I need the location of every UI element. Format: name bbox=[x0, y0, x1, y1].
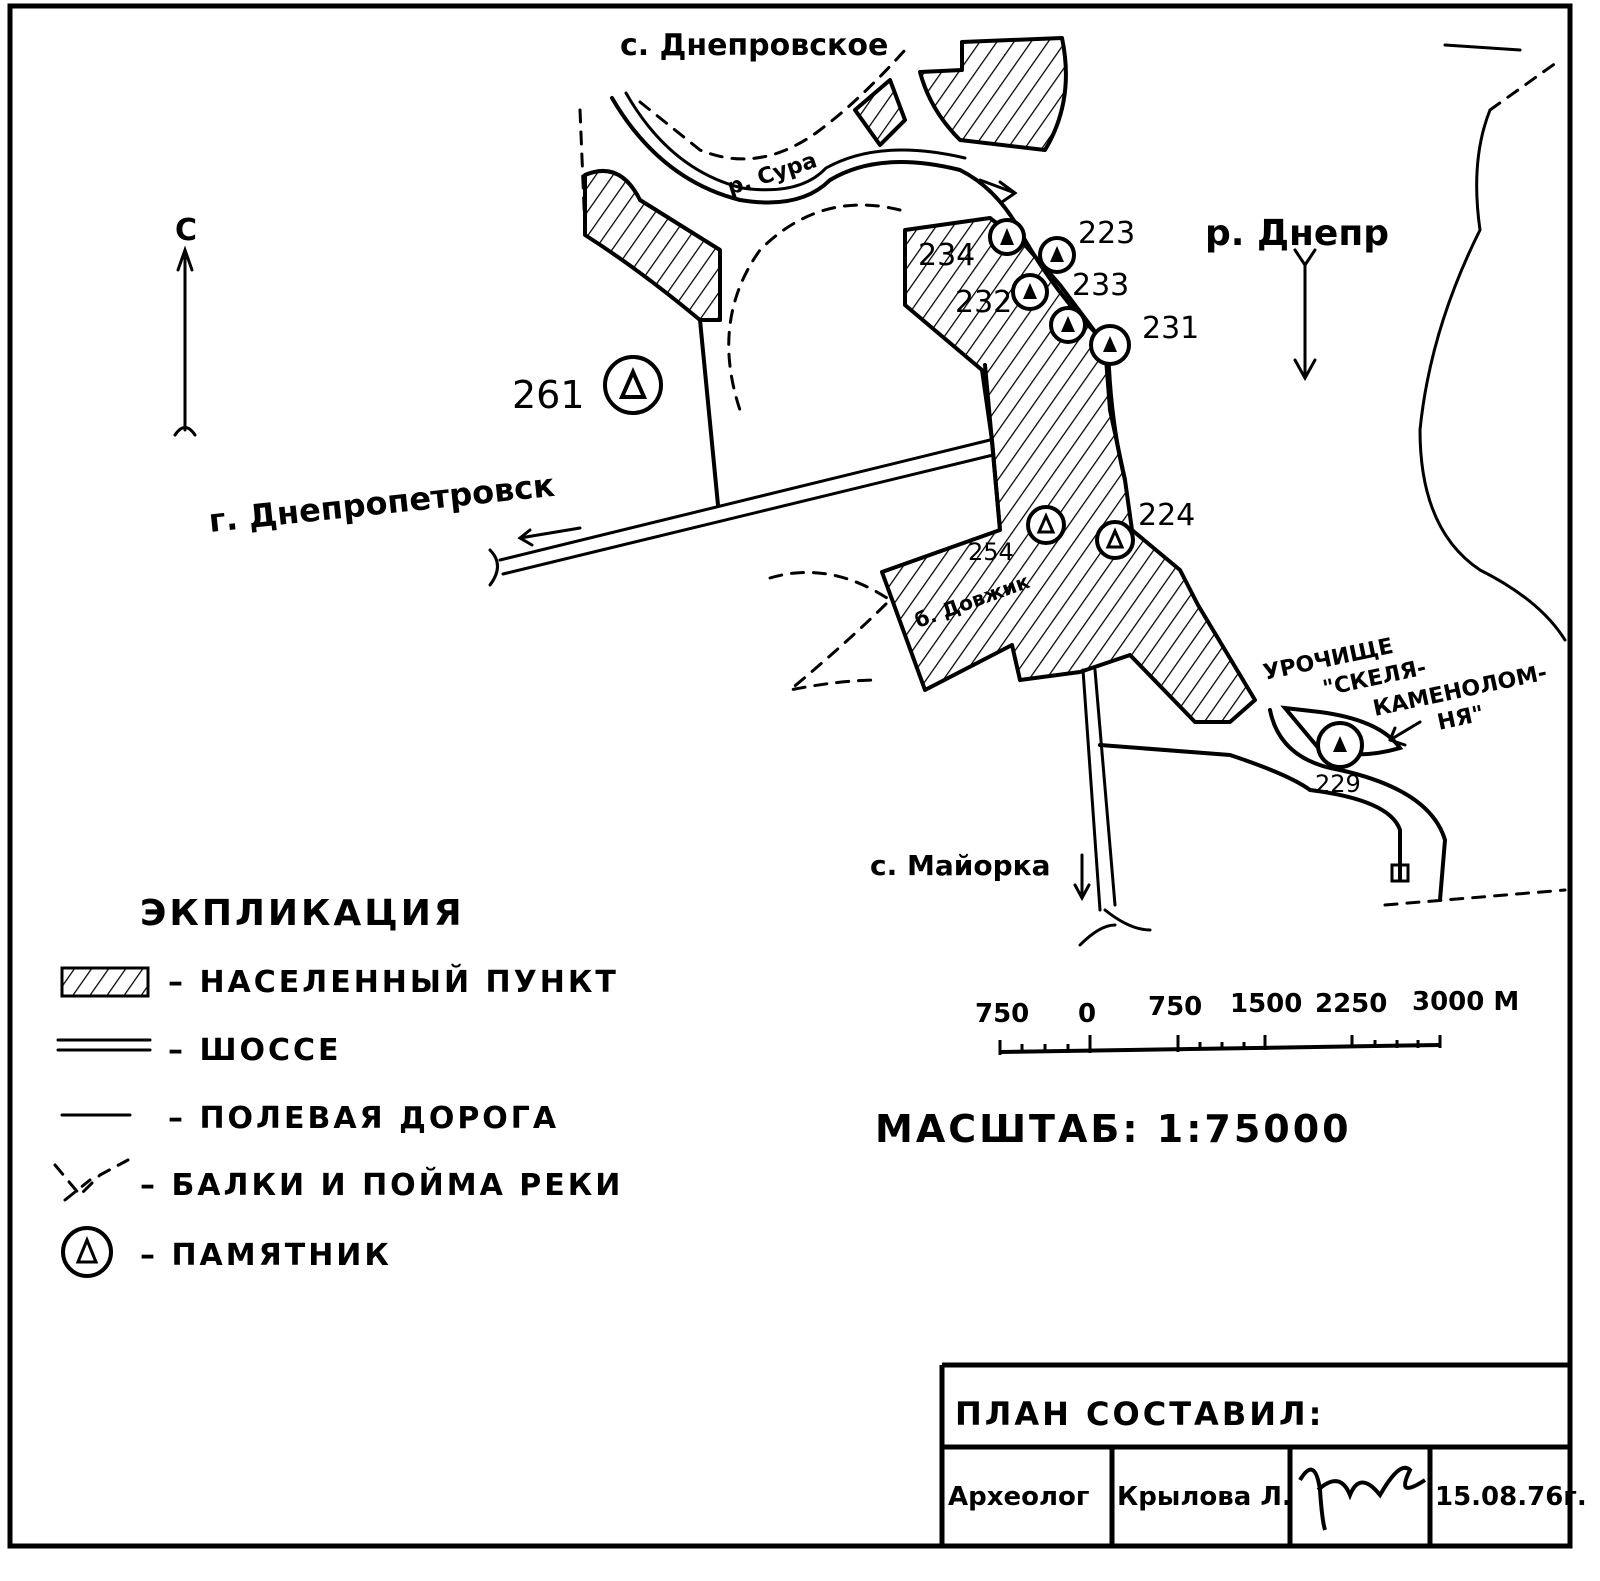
settlement-small bbox=[853, 78, 907, 147]
scale-tick-label: 2250 bbox=[1315, 989, 1387, 1019]
svg-text:232: 232 bbox=[955, 285, 1012, 320]
ravine-dovzhik bbox=[768, 570, 893, 692]
ravine-west bbox=[578, 108, 902, 412]
svg-text:254: 254 bbox=[968, 538, 1014, 566]
legend-label: – ПАМЯТНИК bbox=[140, 1238, 392, 1273]
author-signature bbox=[1298, 1465, 1427, 1531]
label-mayorka: с. Майорка bbox=[870, 849, 1051, 882]
svg-text:233: 233 bbox=[1072, 268, 1129, 303]
field-road-east bbox=[1098, 708, 1447, 902]
direction-arrow-icon bbox=[1073, 853, 1091, 902]
svg-text:261: 261 bbox=[512, 373, 585, 417]
scale-tick-label: 750 bbox=[975, 999, 1029, 1029]
label-dneprovskoe: с. Днепровское bbox=[620, 28, 888, 63]
plan-date: 15.08.76г. bbox=[1435, 1482, 1587, 1512]
label-dnepr: р. Днепр bbox=[1205, 213, 1389, 254]
scale-tick-label: 750 bbox=[1148, 992, 1202, 1022]
dnieper-bank bbox=[1418, 43, 1567, 642]
legend-label: – БАЛКИ И ПОЙМА РЕКИ bbox=[140, 1167, 623, 1203]
svg-text:224: 224 bbox=[1138, 498, 1195, 533]
north-arrow: С bbox=[173, 213, 197, 437]
monument-232[interactable]: 232 bbox=[955, 273, 1049, 320]
monument-224[interactable]: 224 bbox=[1095, 498, 1195, 560]
north-symbol: С bbox=[175, 213, 197, 248]
author-role: Археолог bbox=[948, 1482, 1090, 1512]
legend-title: ЭКПЛИКАЦИЯ bbox=[140, 893, 465, 934]
legend-label: – ШОССЕ bbox=[168, 1033, 342, 1068]
label-sura: р. Сура bbox=[724, 148, 820, 200]
scale-bar: 750 0 750 1500 2250 3000 М МАСШТАБ: 1:75… bbox=[875, 987, 1519, 1151]
svg-text:223: 223 bbox=[1078, 216, 1135, 251]
legend-label: – НАСЕЛЕННЫЙ ПУНКТ bbox=[168, 964, 619, 1000]
author-name: Крылова Л. bbox=[1117, 1482, 1292, 1512]
monument-229[interactable]: 229 bbox=[1315, 721, 1364, 798]
legend: ЭКПЛИКАЦИЯ – НАСЕЛЕННЫЙ ПУНКТ – ШОССЕ – … bbox=[53, 893, 623, 1278]
svg-text:231: 231 bbox=[1142, 311, 1199, 346]
monument-234[interactable]: 234 bbox=[918, 218, 1026, 273]
settlement-dneprovskoe bbox=[918, 36, 1068, 152]
flow-arrow-icon bbox=[1293, 248, 1317, 382]
title-block-header: ПЛАН СОСТАВИЛ: bbox=[955, 1395, 1324, 1433]
scale-tick-label: 3000 М bbox=[1412, 987, 1519, 1017]
hatched-settlement-icon bbox=[60, 966, 150, 998]
field-road bbox=[698, 318, 1002, 532]
settlement-main bbox=[880, 216, 1257, 724]
river-sura bbox=[610, 96, 1027, 242]
ravine-floodplain-icon bbox=[53, 1158, 130, 1202]
monument-231[interactable]: 231 bbox=[1089, 311, 1199, 366]
monument-254[interactable]: 254 bbox=[968, 505, 1066, 566]
monument-261[interactable]: 261 bbox=[512, 355, 663, 417]
scale-label: МАСШТАБ: 1:75000 bbox=[875, 1107, 1352, 1151]
map-frame bbox=[7, 3, 1573, 1549]
scale-tick-label: 1500 bbox=[1230, 989, 1302, 1019]
highway bbox=[488, 438, 1152, 947]
label-dnepropetrovsk: г. Днепропетровск bbox=[207, 466, 557, 540]
svg-text:234: 234 bbox=[918, 238, 975, 273]
floodplain-edge bbox=[1383, 888, 1567, 907]
legend-label: – ПОЛЕВАЯ ДОРОГА bbox=[168, 1101, 559, 1136]
settlement-left bbox=[583, 169, 722, 322]
pointer-arrow-icon bbox=[1388, 720, 1422, 747]
monument-223[interactable]: 223 bbox=[1038, 216, 1135, 274]
title-block: ПЛАН СОСТАВИЛ: Археолог Крылова Л. 15.08… bbox=[939, 1362, 1587, 1545]
monument-233[interactable]: 233 bbox=[1049, 268, 1129, 344]
scale-tick-label: 0 bbox=[1078, 999, 1096, 1029]
monument-icon bbox=[61, 1226, 113, 1278]
svg-text:229: 229 bbox=[1315, 770, 1361, 798]
highway-icon bbox=[56, 1038, 152, 1052]
ravine-sura bbox=[638, 48, 907, 161]
